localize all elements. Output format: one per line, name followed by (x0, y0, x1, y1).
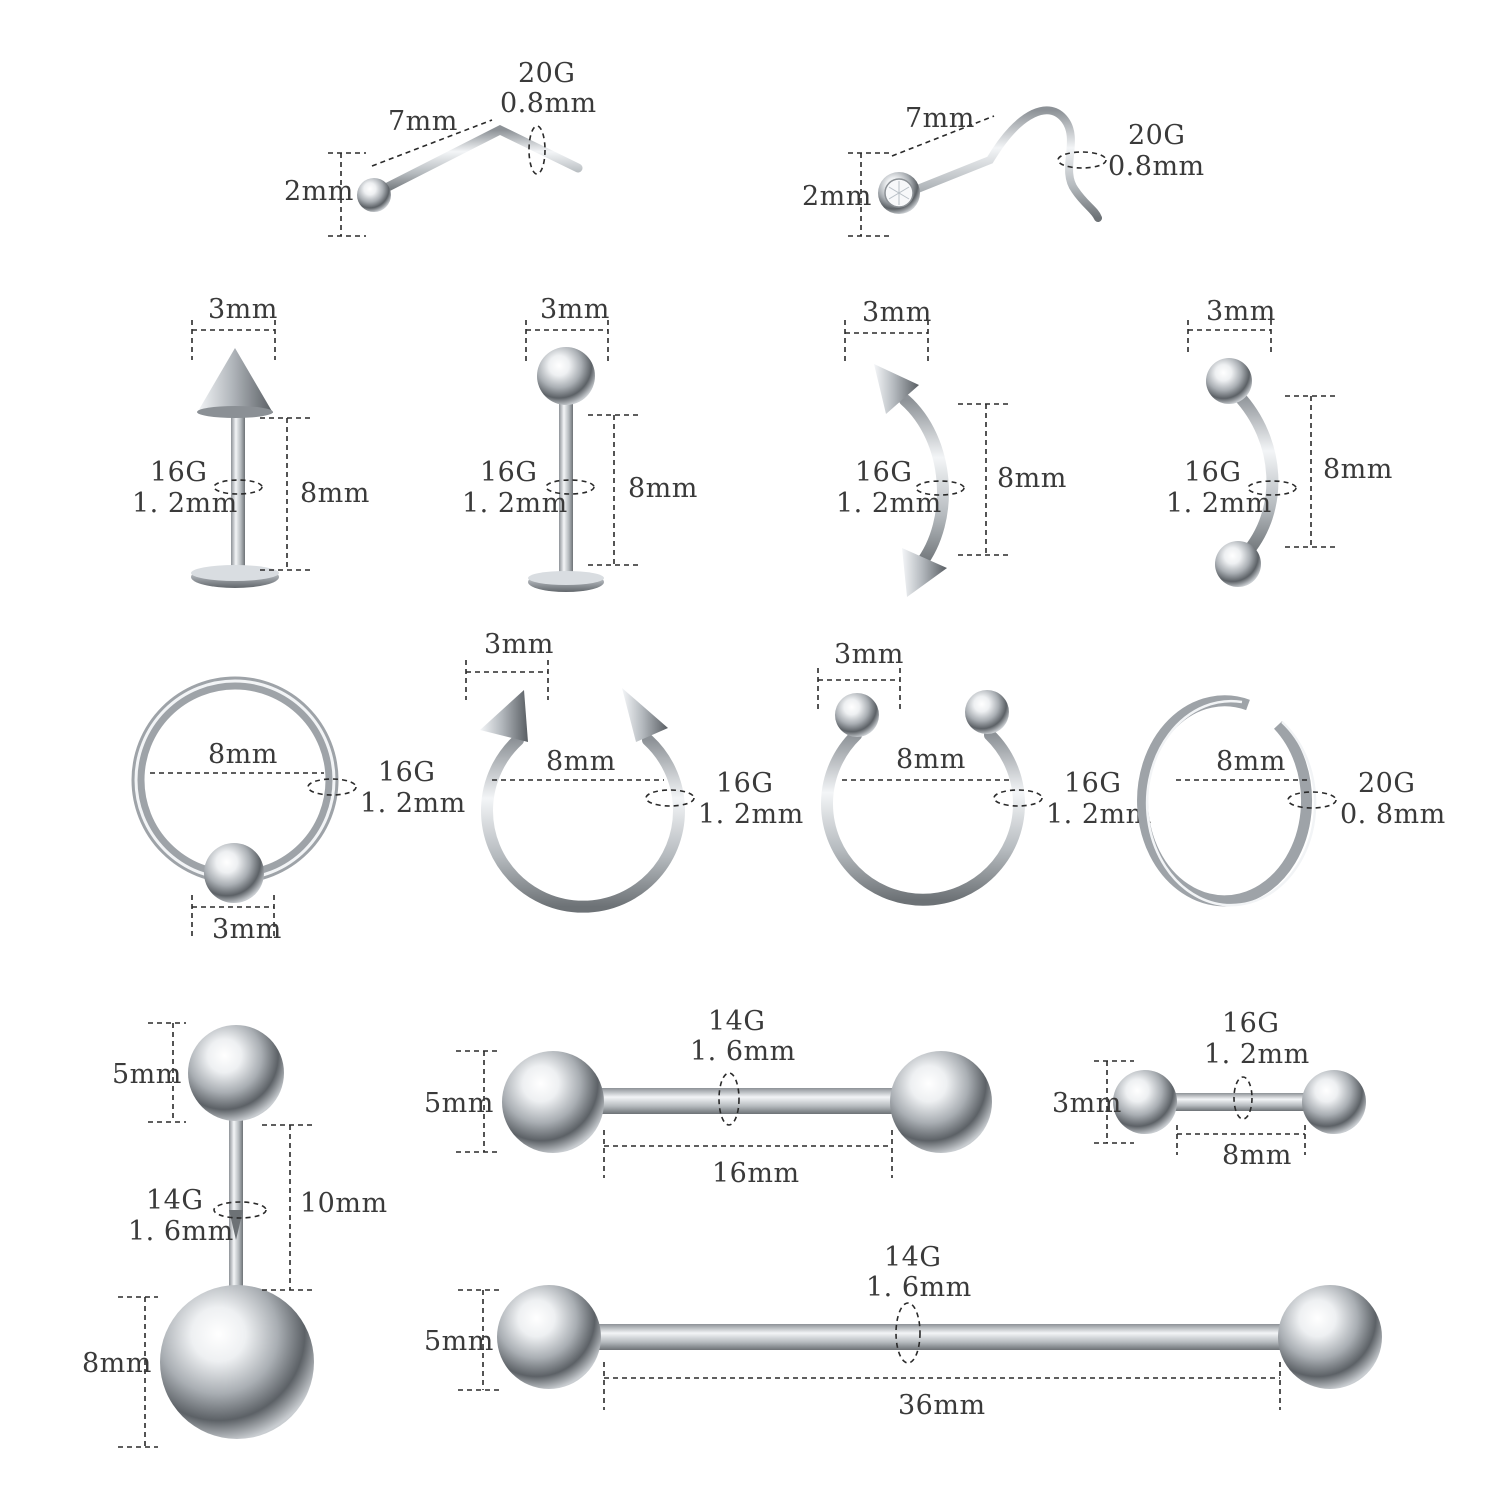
nose-l-bend-stud: 7mm 20G 0.8mm 2mm (284, 58, 597, 237)
straight-barbell-8mm: 16G 1. 2mm 3mm 8mm (1052, 1008, 1366, 1171)
horseshoe-spike-diameter: 8mm (546, 746, 616, 777)
horseshoe-spike-gauge: 16G (716, 768, 773, 799)
nose-l-gauge: 20G (518, 58, 575, 89)
curved-ball-gauge: 16G (1184, 457, 1241, 488)
belly-gauge: 14G (146, 1185, 203, 1216)
nose-screw-stud: 7mm 20G 0.8mm 2mm (802, 103, 1205, 237)
barbell16-gauge: 14G (708, 1006, 765, 1037)
curved-spike-barbell: 3mm 16G 1. 2mm 8mm (836, 297, 1067, 597)
captive-ring-ball: 3mm (212, 914, 282, 945)
hoop-gauge: 20G (1358, 768, 1415, 799)
barbell8-gauge: 16G (1222, 1008, 1279, 1039)
barbell8-length: 8mm (1222, 1140, 1292, 1171)
horseshoe-spike: 3mm 8mm 16G 1. 2mm (465, 629, 804, 913)
curved-spike-length: 8mm (997, 463, 1067, 494)
labret-ball-head: 3mm (540, 294, 610, 325)
straight-barbell-16mm: 14G 1. 6mm 5mm 16mm (424, 1006, 992, 1189)
belly-button-ring: 5mm 14G 1. 6mm 10mm 8mm (82, 1022, 388, 1448)
belly-length: 10mm (300, 1188, 388, 1219)
labret-ball-length: 8mm (628, 473, 698, 504)
nose-l-ball: 2mm (284, 176, 354, 207)
seamless-hoop: 8mm 20G 0. 8mm (1137, 695, 1446, 907)
industrial-length: 36mm (898, 1390, 986, 1421)
curved-ball-head: 3mm (1206, 296, 1276, 327)
curved-ball-barbell: 3mm 16G 1. 2mm 8mm (1166, 296, 1393, 587)
nose-screw-length: 7mm (905, 103, 975, 134)
nose-l-length: 7mm (388, 106, 458, 137)
horseshoe-ball-gauge: 16G (1064, 768, 1121, 799)
labret-spike-thickness: 1. 2mm (132, 488, 238, 519)
curved-spike-head: 3mm (862, 297, 932, 328)
hoop-thickness: 0. 8mm (1340, 799, 1446, 830)
horseshoe-ball: 3mm 8mm 16G 1. 2mm (817, 639, 1152, 906)
curved-spike-gauge: 16G (855, 457, 912, 488)
captive-bead-ring: 8mm 16G 1. 2mm 3mm (131, 676, 466, 945)
nose-screw-gauge: 20G (1128, 120, 1185, 151)
labret-ball-gauge: 16G (480, 457, 537, 488)
barbell16-thickness: 1. 6mm (690, 1036, 796, 1067)
nose-screw-gem: 2mm (802, 181, 872, 212)
barbell8-ball: 3mm (1052, 1088, 1122, 1119)
labret-spike-head: 3mm (208, 294, 278, 325)
captive-ring-thickness: 1. 2mm (360, 788, 466, 819)
horseshoe-ball-thickness: 1. 2mm (1046, 799, 1152, 830)
horseshoe-spike-head: 3mm (484, 629, 554, 660)
horseshoe-ball-head: 3mm (834, 639, 904, 670)
industrial-ball: 5mm (424, 1326, 494, 1357)
nose-screw-thickness: 0.8mm (1108, 151, 1205, 182)
curved-spike-thickness: 1. 2mm (836, 488, 942, 519)
belly-bottom-ball: 8mm (82, 1348, 152, 1379)
labret-ball-thickness: 1. 2mm (462, 488, 568, 519)
captive-ring-diameter: 8mm (208, 739, 278, 770)
industrial-barbell: 14G 1. 6mm 5mm 36mm (424, 1242, 1382, 1421)
labret-spike: 3mm 16G 1. 2mm 8mm (132, 294, 370, 588)
nose-l-thickness: 0.8mm (500, 88, 597, 119)
captive-ring-gauge: 16G (378, 757, 435, 788)
hoop-diameter: 8mm (1216, 746, 1286, 777)
belly-top-ball: 5mm (112, 1059, 182, 1090)
industrial-gauge: 14G (884, 1242, 941, 1273)
barbell16-length: 16mm (712, 1158, 800, 1189)
belly-thickness: 1. 6mm (128, 1216, 234, 1247)
labret-ball: 3mm 16G 1. 2mm 8mm (462, 294, 698, 592)
curved-ball-thickness: 1. 2mm (1166, 488, 1272, 519)
industrial-thickness: 1. 6mm (866, 1272, 972, 1303)
horseshoe-spike-thickness: 1. 2mm (698, 799, 804, 830)
labret-spike-gauge: 16G (150, 457, 207, 488)
curved-ball-length: 8mm (1323, 454, 1393, 485)
barbell16-ball: 5mm (424, 1088, 494, 1119)
labret-spike-length: 8mm (300, 478, 370, 509)
barbell8-thickness: 1. 2mm (1204, 1039, 1310, 1070)
horseshoe-ball-diameter: 8mm (896, 744, 966, 775)
